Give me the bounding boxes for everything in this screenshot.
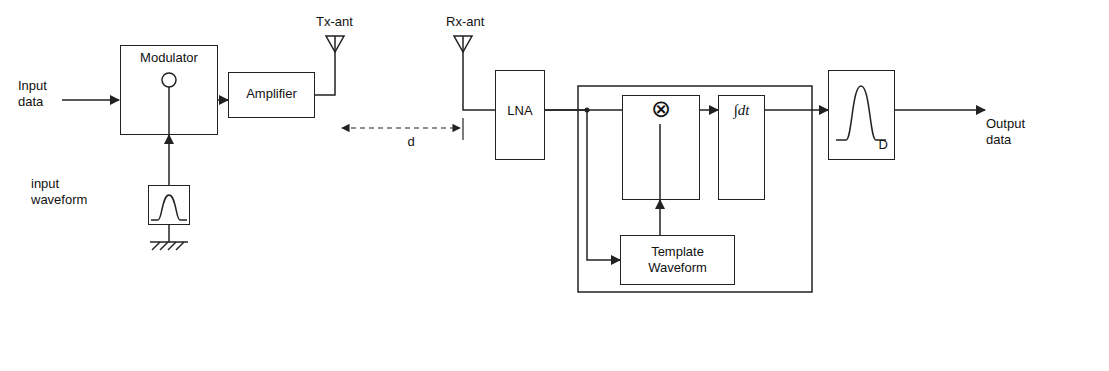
correlator-frame bbox=[578, 86, 812, 292]
signal-connector bbox=[218, 99, 228, 101]
ground-symbol bbox=[150, 225, 188, 250]
node-text: Amplifier bbox=[229, 73, 314, 115]
distance-line bbox=[342, 127, 460, 128]
tx-antenna bbox=[315, 36, 344, 95]
pulse-symbol bbox=[836, 86, 886, 140]
node-text: ⊗ bbox=[623, 96, 699, 122]
node-text: ∫dt bbox=[719, 96, 764, 125]
amplifier-box: Amplifier bbox=[228, 72, 315, 118]
mixer-box: ⊗ bbox=[622, 95, 700, 200]
signal-connector bbox=[659, 200, 661, 235]
node-text: Modulator bbox=[121, 46, 217, 70]
waveform-source-box: input waveform bbox=[148, 185, 190, 225]
integrator-box: ∫dt bbox=[718, 95, 765, 200]
distance-tick bbox=[462, 118, 463, 140]
modulator-stub bbox=[168, 87, 170, 135]
node-text: D bbox=[829, 71, 894, 153]
signal-name: Output data bbox=[986, 116, 1036, 147]
signal-connector bbox=[545, 110, 620, 260]
dimension-label: d bbox=[404, 134, 418, 150]
signal-connector bbox=[700, 109, 718, 111]
input-arrow bbox=[62, 99, 119, 101]
lna-box: LNA bbox=[495, 70, 545, 160]
pulse-symbol bbox=[151, 195, 187, 220]
signal-connector bbox=[168, 135, 170, 185]
node-text: LNA bbox=[496, 71, 544, 151]
node-text: Template Waveform bbox=[621, 236, 734, 283]
detector-box: D bbox=[828, 70, 895, 160]
modulator-box: Modulator bbox=[120, 45, 218, 135]
mixer-stub bbox=[659, 124, 661, 200]
antenna-label: Tx-ant bbox=[316, 14, 366, 30]
template-box: Template Waveform bbox=[620, 235, 735, 285]
output-arrow bbox=[895, 109, 985, 111]
signal-name: Input data bbox=[18, 78, 60, 109]
antenna-label: Rx-ant bbox=[446, 14, 496, 30]
rx-antenna bbox=[454, 36, 495, 110]
node-text: input waveform bbox=[31, 176, 97, 207]
modulator-symbol bbox=[162, 73, 176, 87]
signal-connector bbox=[765, 109, 828, 111]
